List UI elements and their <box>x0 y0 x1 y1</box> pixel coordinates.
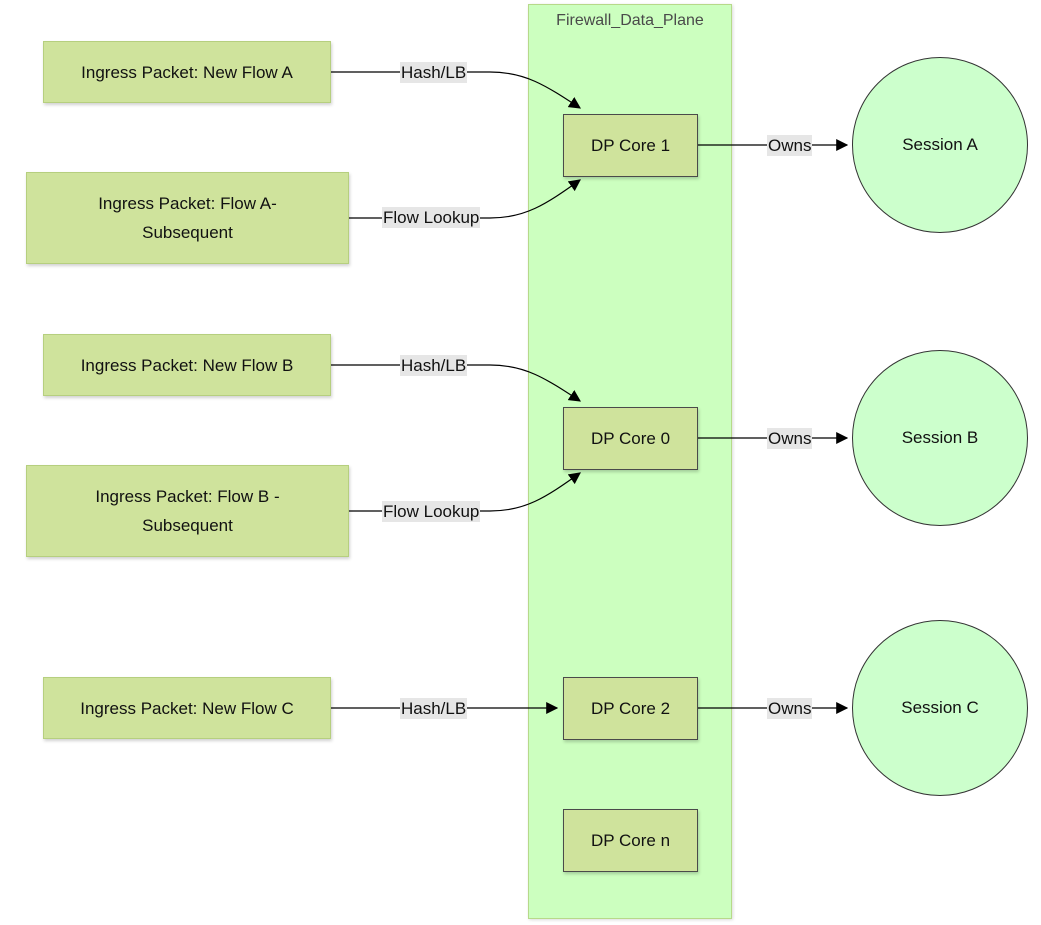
edge-new-flow-a-to-core1 <box>331 71 582 109</box>
edge-flow-a-subsequent-to-core1 <box>349 179 581 219</box>
session-c[interactable]: Session C <box>852 620 1028 796</box>
ingress-new-flow-b[interactable]: Ingress Packet: New Flow B <box>43 334 331 396</box>
ingress-flow-b-subsequent-line2: Subsequent <box>142 516 233 535</box>
ingress-new-flow-b-label: Ingress Packet: New Flow B <box>80 355 294 375</box>
dp-core-2-label: DP Core 2 <box>590 698 671 718</box>
dp-core-n[interactable]: DP Core n <box>563 809 698 872</box>
cluster-title: Firewall_Data_Plane <box>556 12 704 29</box>
edge-flow-b-subsequent-to-core0 <box>349 472 581 512</box>
ingress-flow-a-subsequent-line1: Ingress Packet: Flow A- <box>98 194 277 213</box>
ingress-flow-a-subsequent-line2: Subsequent <box>142 223 233 242</box>
dp-core-1-label: DP Core 1 <box>590 135 671 155</box>
edge-label-owns-a: Owns <box>767 135 813 156</box>
ingress-new-flow-c-label: Ingress Packet: New Flow C <box>80 698 294 718</box>
ingress-flow-a-subsequent[interactable]: Ingress Packet: Flow A- Subsequent <box>26 172 349 264</box>
dp-core-0-label: DP Core 0 <box>590 428 671 448</box>
edge-label-owns-b: Owns <box>767 428 813 449</box>
session-b[interactable]: Session B <box>852 350 1028 526</box>
edge-new-flow-b-to-core0 <box>331 364 582 402</box>
ingress-new-flow-a[interactable]: Ingress Packet: New Flow A <box>43 41 331 103</box>
ingress-flow-b-subsequent-line1: Ingress Packet: Flow B - <box>95 487 280 506</box>
dp-core-1[interactable]: DP Core 1 <box>563 114 698 177</box>
dp-core-n-label: DP Core n <box>590 830 671 850</box>
edge-label-hash-lb-a: Hash/LB <box>400 62 468 83</box>
session-c-label: Session C <box>901 698 979 717</box>
edge-label-owns-c: Owns <box>767 698 813 719</box>
session-b-label: Session B <box>901 428 979 447</box>
dp-core-2[interactable]: DP Core 2 <box>563 677 698 740</box>
session-a-label: Session A <box>902 135 978 154</box>
dp-core-0[interactable]: DP Core 0 <box>563 407 698 470</box>
edge-label-hash-lb-c: Hash/LB <box>400 698 468 719</box>
ingress-new-flow-a-label: Ingress Packet: New Flow A <box>81 62 293 82</box>
ingress-new-flow-c[interactable]: Ingress Packet: New Flow C <box>43 677 331 739</box>
edge-label-flow-lookup-a: Flow Lookup <box>382 207 481 228</box>
edge-label-flow-lookup-b: Flow Lookup <box>382 501 481 522</box>
session-a[interactable]: Session A <box>852 57 1028 233</box>
edge-label-hash-lb-b: Hash/LB <box>400 355 468 376</box>
ingress-flow-b-subsequent[interactable]: Ingress Packet: Flow B - Subsequent <box>26 465 349 557</box>
